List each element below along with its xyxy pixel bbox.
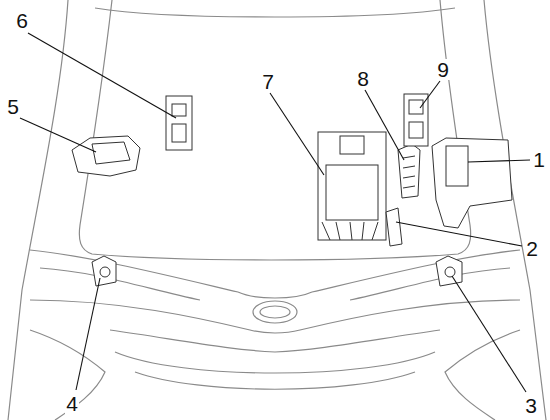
car-body — [8, 0, 546, 420]
component-5-detail — [92, 142, 130, 164]
callout-number: 2 — [525, 238, 539, 259]
leader-line — [28, 33, 176, 118]
grille-bottom — [135, 372, 415, 389]
engine-bay-outline — [79, 0, 470, 260]
component-9-detail — [409, 122, 423, 138]
grille-top — [115, 352, 435, 373]
nose-line — [238, 292, 312, 298]
leader-line — [365, 90, 404, 160]
component-8-detail — [403, 156, 415, 188]
right-corner — [445, 330, 520, 420]
callout-number: 6 — [15, 10, 29, 31]
right-fender-line — [484, 0, 546, 420]
component-6-detail — [172, 124, 186, 142]
callout-number: 4 — [65, 393, 79, 414]
callout-number: 7 — [261, 71, 275, 92]
emblem — [253, 301, 297, 323]
component-4-detail — [100, 267, 110, 277]
callout-number: 3 — [524, 395, 538, 416]
component-6 — [166, 96, 192, 150]
right-headlight-lower — [350, 268, 510, 300]
component-1 — [432, 138, 512, 228]
component-8 — [398, 144, 420, 198]
bumper-top — [30, 300, 520, 333]
leader-line — [420, 81, 440, 108]
callout-number: 8 — [356, 68, 370, 89]
component-2 — [386, 208, 402, 246]
emblem-inner — [260, 306, 290, 318]
right-headlight-line — [312, 250, 520, 292]
component-1-detail — [446, 146, 468, 186]
leader-lines — [20, 33, 530, 392]
left-headlight-lower — [40, 268, 200, 300]
cowl-line — [95, 8, 455, 17]
callout-number: 1 — [532, 149, 546, 170]
component-7 — [318, 132, 386, 240]
bumper-middle — [110, 330, 440, 352]
component-7-base — [322, 222, 378, 240]
component-3 — [436, 256, 462, 286]
left-corner — [30, 330, 105, 420]
left-fender-line — [8, 0, 68, 420]
leader-line — [468, 160, 530, 162]
component-5 — [72, 136, 140, 176]
leader-line — [270, 93, 324, 175]
leader-line — [396, 222, 522, 246]
leader-line — [76, 278, 100, 390]
components — [72, 94, 512, 286]
leader-line — [20, 118, 96, 152]
component-7-panel — [326, 165, 378, 220]
left-headlight-line — [30, 250, 238, 292]
component-4 — [92, 256, 116, 286]
leader-line — [452, 276, 526, 392]
callout-number: 5 — [6, 96, 20, 117]
component-3-detail — [445, 267, 455, 277]
component-7-connector — [340, 136, 364, 154]
callout-number: 9 — [436, 59, 450, 80]
component-6-detail — [172, 104, 186, 116]
